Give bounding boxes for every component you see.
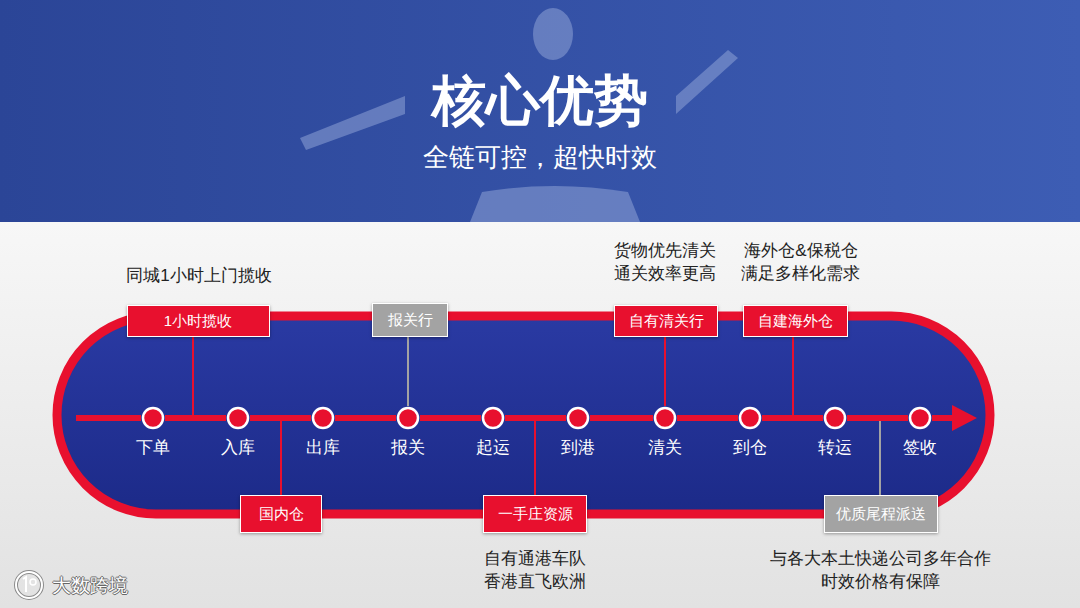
figure-arm: [300, 96, 405, 150]
logo-ring: [16, 572, 42, 598]
leader-line: [280, 418, 282, 497]
callout-box: 一手庄资源: [483, 495, 587, 533]
step-node: 到港: [566, 406, 590, 430]
connector: [664, 337, 666, 406]
step-dot: [396, 406, 420, 430]
step-circle: [910, 408, 930, 428]
axis-start: [76, 415, 141, 421]
connector: [335, 415, 396, 421]
step-dot: [653, 406, 677, 430]
connector: [590, 415, 653, 421]
watermark: 大数跨境: [52, 573, 128, 599]
callout-text: 1小时揽收: [164, 312, 232, 331]
connector: [250, 415, 311, 421]
callout-box: 自建海外仓: [743, 305, 848, 337]
logo-mark: [30, 579, 36, 585]
step-dot: [823, 406, 847, 430]
step-label: 报关: [391, 436, 425, 459]
track-band: [57, 316, 990, 514]
step-node: 签收: [908, 406, 932, 430]
axis-arrowhead: [952, 405, 977, 431]
step-label: 出库: [306, 436, 340, 459]
step-node: 转运: [823, 406, 847, 430]
figure-torso: [470, 186, 640, 222]
step-dot: [908, 406, 932, 430]
step-label: 到仓: [733, 436, 767, 459]
step-label: 清关: [648, 436, 682, 459]
callout-text: 国内仓: [259, 505, 304, 524]
figure-arm: [676, 50, 738, 114]
connector: [420, 415, 481, 421]
logo-mark: [23, 577, 26, 592]
step-circle: [825, 408, 845, 428]
step-node: 入库: [226, 406, 250, 430]
lower-ground: [0, 222, 1080, 608]
figure-head: [533, 8, 573, 60]
description: 与各大本土快递公司多年合作 时效价格有保障: [765, 548, 995, 594]
callout-box: 国内仓: [240, 495, 322, 533]
step-dot: [311, 406, 335, 430]
callout-text: 自建海外仓: [758, 312, 833, 331]
leader-line: [534, 418, 536, 497]
callout-box: 1小时揽收: [127, 305, 270, 337]
step-dot: [566, 406, 590, 430]
banner: [0, 0, 1080, 222]
callout-text: 自有清关行: [629, 312, 704, 331]
description: 货物优先清关 通关效率更高: [610, 240, 721, 286]
subtitle: 全链可控，超快时效: [423, 140, 657, 175]
callout-box: 优质尾程派送: [824, 495, 938, 533]
step-circle: [143, 408, 163, 428]
connector: [407, 337, 409, 406]
leader-line: [192, 336, 194, 418]
step-label: 到港: [561, 436, 595, 459]
callout-text: 优质尾程派送: [836, 505, 926, 524]
step-node: 起运: [481, 406, 505, 430]
callout-text: 报关行: [388, 311, 433, 330]
step-label: 签收: [903, 436, 937, 459]
step-circle: [568, 408, 588, 428]
description: 自有通港车队 香港直飞欧洲: [480, 548, 591, 594]
connector: [165, 415, 226, 421]
step-circle: [228, 408, 248, 428]
step-circle: [398, 408, 418, 428]
connector: [505, 415, 566, 421]
step-circle: [740, 408, 760, 428]
logo-ring: [16, 572, 42, 598]
description: 海外仓&保税仓 满足多样化需求: [738, 240, 864, 286]
slide-title: 核心优势: [432, 64, 648, 137]
step-dot: [226, 406, 250, 430]
man-figure: [300, 8, 738, 222]
step-circle: [483, 408, 503, 428]
leader-line: [879, 418, 881, 497]
step-label: 起运: [476, 436, 510, 459]
watermark-logo: [16, 572, 42, 598]
connector: [677, 415, 738, 421]
step-label: 入库: [221, 436, 255, 459]
step-node: 清关: [653, 406, 677, 430]
callout-box: 报关行: [372, 303, 448, 337]
step-dot: [141, 406, 165, 430]
step-label: 转运: [818, 436, 852, 459]
step-node: 出库: [311, 406, 335, 430]
step-dot: [481, 406, 505, 430]
connector: [847, 415, 908, 421]
step-circle: [313, 408, 333, 428]
connector: [762, 415, 823, 421]
step-dot: [738, 406, 762, 430]
callout-box: 自有清关行: [614, 305, 718, 337]
step-node: 下单: [141, 406, 165, 430]
leader-line: [792, 336, 794, 418]
step-circle: [655, 408, 675, 428]
step-label: 下单: [136, 436, 170, 459]
description: 同城1小时上门揽收: [126, 265, 271, 288]
callout-text: 一手庄资源: [498, 505, 573, 524]
step-node: 报关: [396, 406, 420, 430]
step-node: 到仓: [738, 406, 762, 430]
